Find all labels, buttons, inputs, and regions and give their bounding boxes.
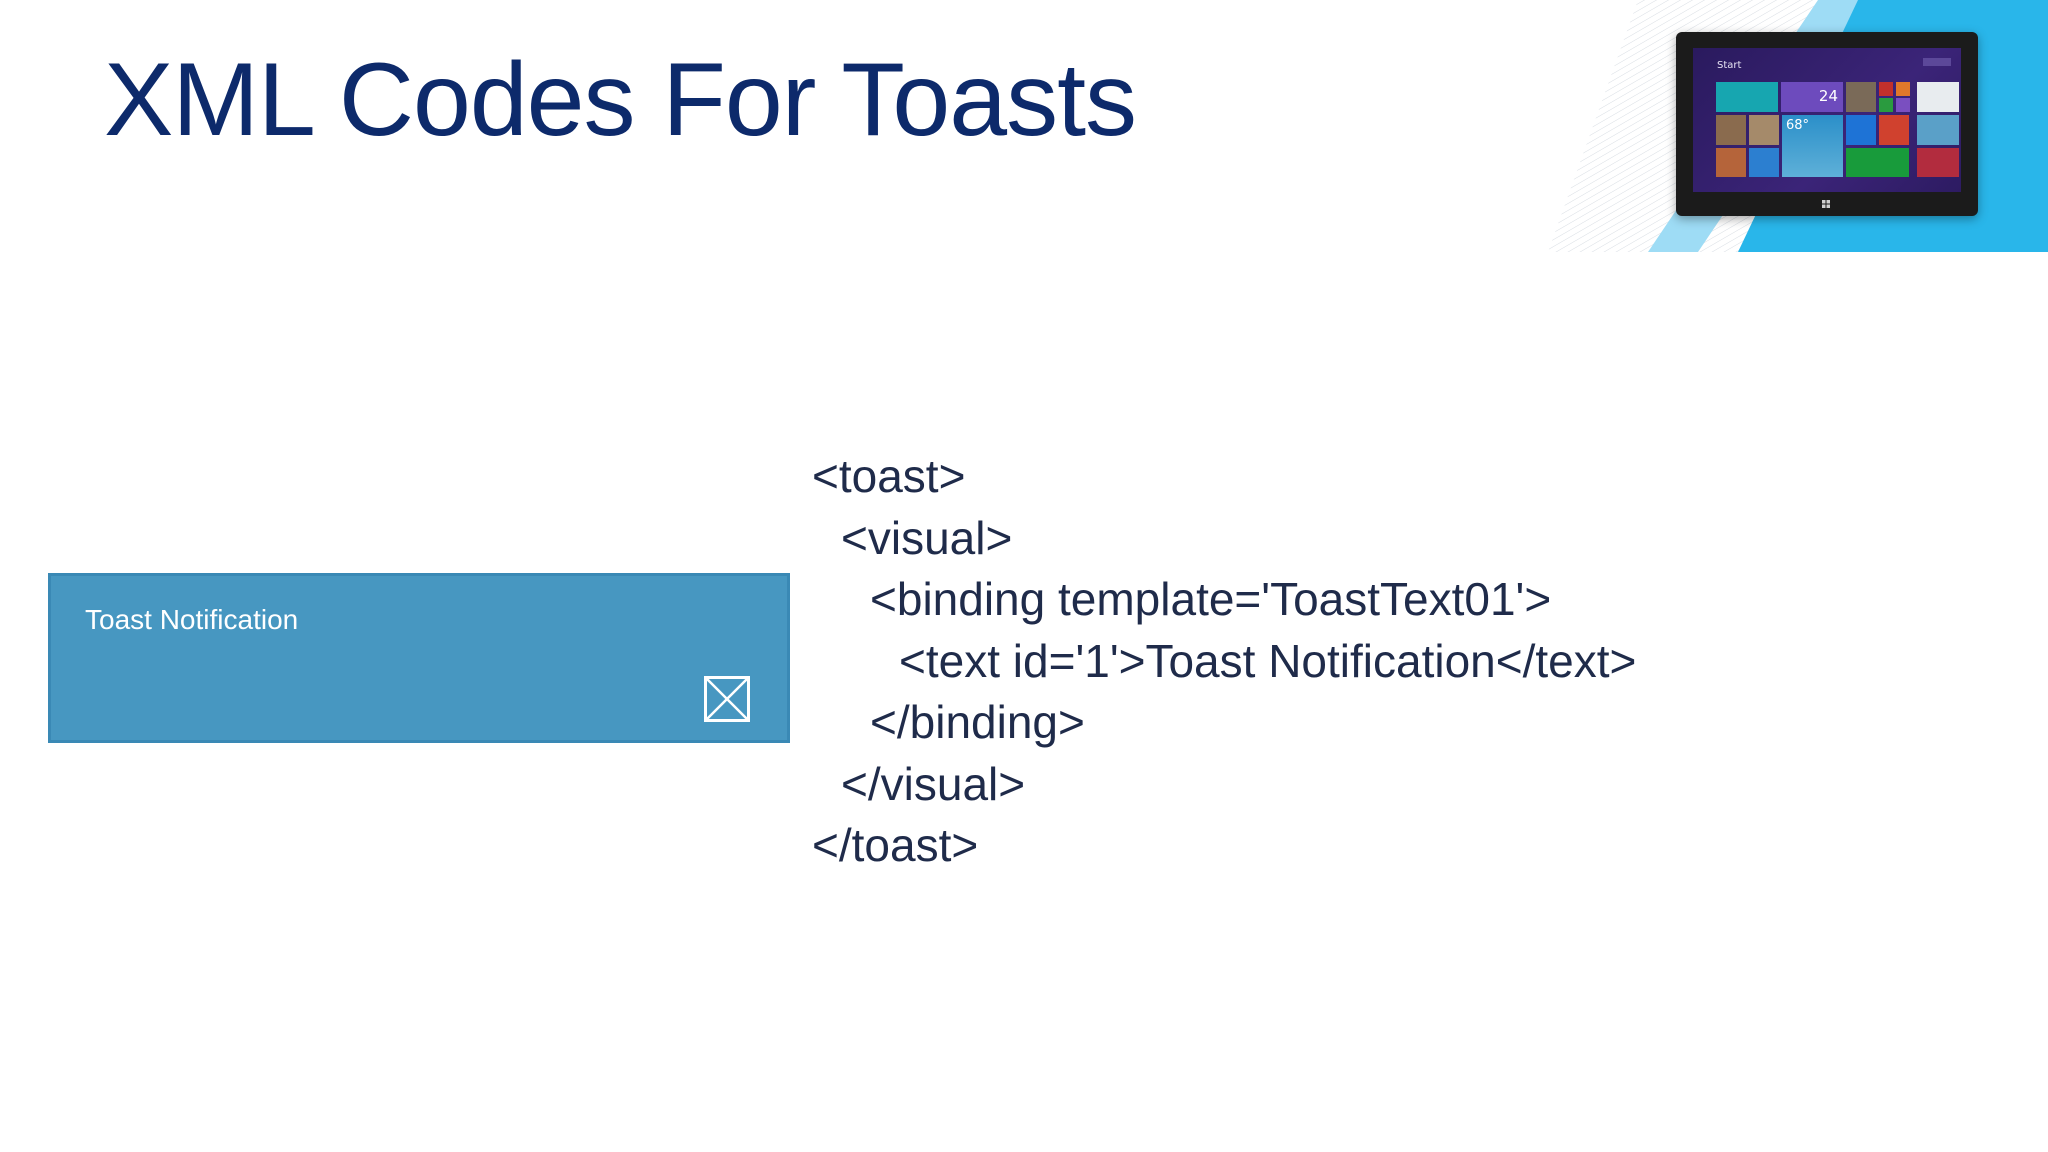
- tile-right-2: [1917, 115, 1959, 145]
- tile-friends-2: [1749, 115, 1779, 145]
- tile-calendar: 24: [1781, 82, 1843, 112]
- tile-store: [1846, 148, 1909, 177]
- code-line: <text id='1'>Toast Notification</text>: [899, 634, 1637, 687]
- tile-weather: 68°: [1782, 115, 1843, 177]
- tile-small-3: [1879, 98, 1893, 112]
- tablet-start-screen: Start 24 68°: [1693, 48, 1961, 192]
- slide-title: XML Codes For Toasts: [104, 42, 1137, 158]
- tile-small-2: [1896, 82, 1910, 96]
- code-line: <toast>: [812, 450, 966, 502]
- code-line: </toast>: [812, 819, 979, 871]
- start-label: Start: [1717, 60, 1742, 71]
- tile-photo-2: [1716, 148, 1746, 177]
- tile-skydrive: [1749, 148, 1779, 177]
- tile-small-4: [1896, 98, 1910, 112]
- user-chip: [1923, 58, 1951, 66]
- calendar-number: 24: [1818, 87, 1838, 105]
- xml-code-block: <toast> <visual> <binding template='ToastT…: [812, 446, 1636, 877]
- toast-notification[interactable]: Toast Notification: [48, 573, 790, 743]
- code-line: <visual>: [841, 511, 1013, 564]
- tile-right-1: [1917, 82, 1959, 112]
- weather-temperature: 68°: [1786, 118, 1810, 133]
- tile-small-1: [1879, 82, 1893, 96]
- tile-photo: [1846, 82, 1876, 112]
- tile-people: [1716, 82, 1778, 112]
- windows-logo-icon: [1822, 200, 1830, 208]
- toast-text: Toast Notification: [85, 604, 299, 635]
- code-line: </binding>: [870, 696, 1085, 748]
- tile-ie: [1846, 115, 1876, 145]
- windows-tablet-icon: Start 24 68°: [1676, 32, 1978, 216]
- tile-store-red: [1879, 115, 1909, 145]
- tile-friends: [1716, 115, 1746, 145]
- image-placeholder-icon: [704, 676, 750, 722]
- code-line: <binding template='ToastText01'>: [870, 573, 1552, 625]
- tile-right-3: [1917, 148, 1959, 177]
- code-line: </visual>: [841, 757, 1026, 810]
